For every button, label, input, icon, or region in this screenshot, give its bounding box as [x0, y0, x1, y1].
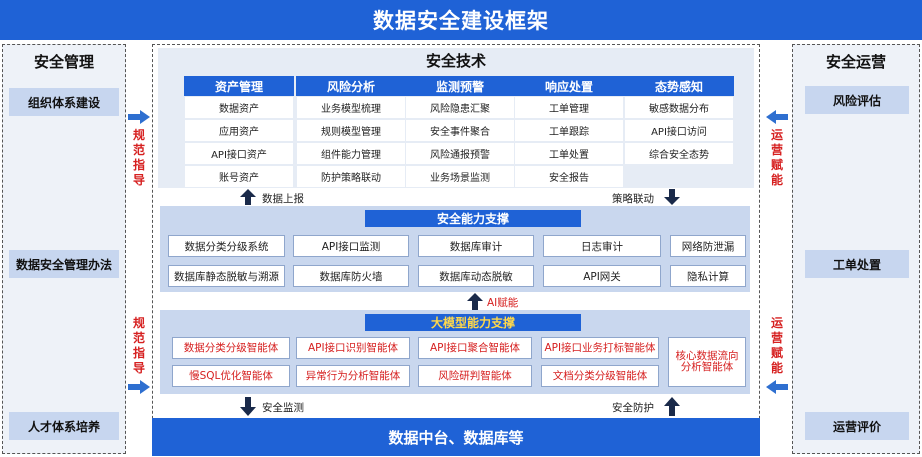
tech-cell: 账号资产: [185, 166, 293, 187]
tech-cell: 应用资产: [185, 120, 293, 141]
ai-agent-box: 异常行为分析智能体: [296, 365, 410, 387]
capability-box: 数据库防火墙: [293, 265, 409, 287]
capability-box: 数据分类分级系统: [168, 235, 285, 257]
up-arrow-icon: [467, 293, 483, 310]
policy-link-label: 策略联动: [612, 193, 654, 205]
tech-cell: 规则模型管理: [297, 120, 405, 141]
ai-agent-box: 文档分类分级智能体: [541, 365, 659, 387]
guidance-label-bottom: 规范指导: [132, 316, 145, 375]
empower-label-top: 运营赋能: [770, 128, 783, 187]
tech-cell: 工单跟踪: [515, 120, 623, 141]
tech-cell: 工单管理: [515, 97, 623, 118]
tech-cell: 综合安全态势: [625, 143, 733, 164]
right-arrow-icon: [128, 380, 150, 394]
tech-cell: 组件能力管理: [297, 143, 405, 164]
col-header-risk: 风险分析: [296, 76, 406, 96]
tech-cell: 安全报告: [515, 166, 623, 187]
tech-cell: 数据资产: [185, 97, 293, 118]
ai-agent-box: API接口业务打标智能体: [541, 337, 659, 359]
up-arrow-icon: [240, 189, 256, 205]
tech-cell: API接口访问: [625, 120, 733, 141]
risk-assessment-item: 风险评估: [805, 86, 909, 114]
down-arrow-icon: [664, 189, 680, 205]
security-management-panel: 安全管理 组织体系建设 数据安全管理办法 人才体系培养: [2, 44, 126, 454]
llm-capability-title: 大模型能力支撑: [365, 314, 581, 331]
tech-cell: API接口资产: [185, 143, 293, 164]
capability-box: 网络防泄漏: [670, 235, 746, 257]
col-header-situation: 态势感知: [624, 76, 734, 96]
capability-box: 日志审计: [543, 235, 661, 257]
security-operations-panel: 安全运营 风险评估 工单处置 运营评价: [792, 44, 920, 454]
org-system-item: 组织体系建设: [9, 88, 119, 116]
col-header-monitor: 监测预警: [405, 76, 515, 96]
guidance-label-top: 规范指导: [132, 128, 145, 187]
empower-label-bottom: 运营赋能: [770, 316, 783, 375]
col-header-asset: 资产管理: [184, 76, 294, 96]
security-monitor-label: 安全监测: [262, 402, 304, 414]
tech-cell: 敏感数据分布: [625, 97, 733, 118]
capability-box: 数据库审计: [418, 235, 534, 257]
data-security-policy-item: 数据安全管理办法: [9, 250, 119, 278]
tech-cell: 业务模型梳理: [297, 97, 405, 118]
capability-box: API接口监测: [293, 235, 409, 257]
capability-box: 数据库静态脱敏与溯源: [168, 265, 285, 287]
capability-box: 隐私计算: [670, 265, 746, 287]
col-header-response: 响应处置: [514, 76, 624, 96]
ai-agent-box: 慢SQL优化智能体: [172, 365, 290, 387]
security-protect-label: 安全防护: [612, 402, 654, 414]
tech-cell: 工单处置: [515, 143, 623, 164]
ai-agent-box: API接口聚合智能体: [418, 337, 532, 359]
up-arrow-icon: [664, 397, 680, 416]
capability-box: API网关: [543, 265, 661, 287]
tech-cell: 业务场景监测: [406, 166, 514, 187]
right-arrow-icon: [128, 110, 150, 124]
ai-agent-box-tall: 核心数据流向分析智能体: [668, 337, 746, 387]
down-arrow-icon: [240, 397, 256, 416]
security-management-title: 安全管理: [33, 53, 94, 71]
ai-agent-box: 数据分类分级智能体: [172, 337, 290, 359]
capability-box: 数据库动态脱敏: [418, 265, 534, 287]
tech-cell: 防护策略联动: [297, 166, 405, 187]
page-title: 数据安全建设框架: [0, 0, 922, 40]
ai-agent-box: 风险研判智能体: [418, 365, 532, 387]
operations-evaluation-item: 运营评价: [805, 412, 909, 440]
security-operations-title: 安全运营: [825, 53, 886, 71]
ai-empower-label: AI赋能: [487, 297, 519, 309]
security-tech-title: 安全技术: [425, 52, 486, 70]
ai-agent-box: API接口识别智能体: [296, 337, 410, 359]
ticket-handling-item: 工单处置: [805, 250, 909, 278]
tech-cell: 风险通报预警: [406, 143, 514, 164]
left-arrow-icon: [766, 110, 788, 124]
left-arrow-icon: [766, 380, 788, 394]
tech-cell: 风险隐患汇聚: [406, 97, 514, 118]
data-platform-bar: 数据中台、数据库等: [152, 418, 760, 456]
security-capability-title: 安全能力支撑: [365, 210, 581, 227]
security-tech-area: [158, 48, 754, 188]
tech-cell: 安全事件聚合: [406, 120, 514, 141]
data-report-label: 数据上报: [262, 193, 304, 205]
talent-training-item: 人才体系培养: [9, 412, 119, 440]
